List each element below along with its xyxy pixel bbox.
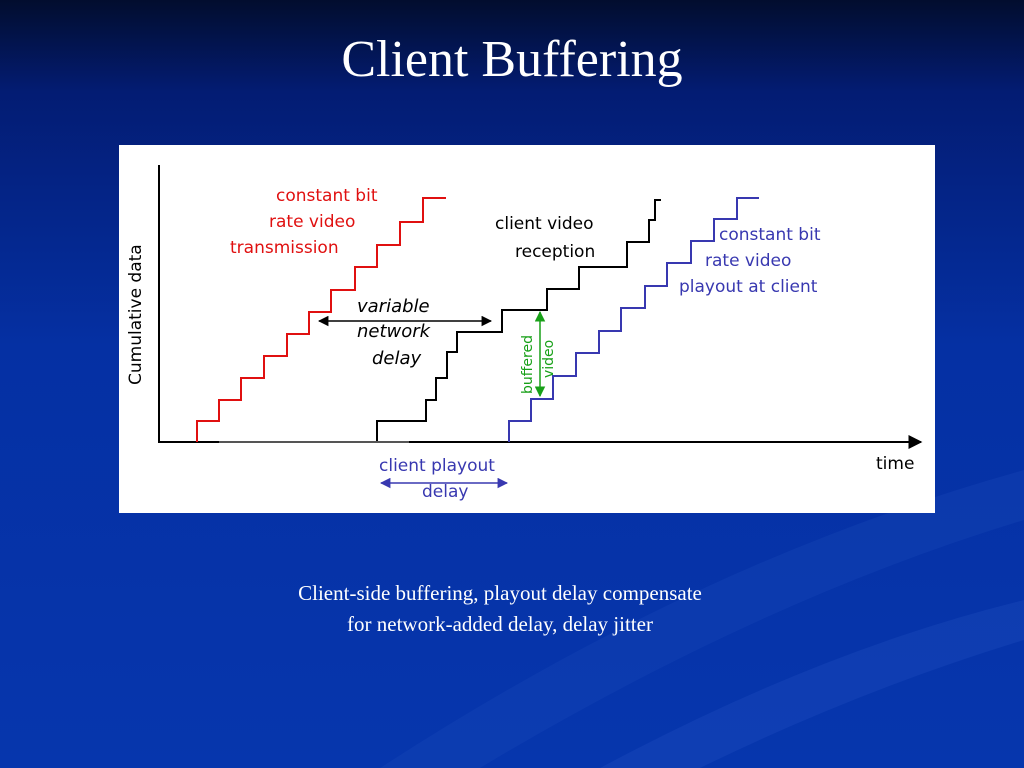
network-delay-label: variable network delay: [357, 296, 436, 369]
x-axis-label: time: [876, 454, 914, 474]
reception-staircase: [376, 199, 661, 442]
caption-line-1: Client-side buffering, playout delay com…: [298, 581, 702, 605]
playout-delay-label: client playout delay: [379, 456, 500, 502]
transmission-label: constant bit rate video transmission: [230, 186, 383, 258]
caption-line-2: for network-added delay, delay jitter: [347, 612, 653, 636]
video-label: video: [541, 340, 557, 378]
slide-caption: Client-side buffering, playout delay com…: [0, 578, 1000, 640]
reception-label: client video reception: [495, 214, 599, 262]
slide-title: Client Buffering: [341, 31, 683, 88]
buffered-label: buffered: [520, 335, 536, 394]
transmission-staircase: [196, 197, 446, 442]
playout-label: constant bit rate video playout at clien…: [679, 225, 826, 297]
client-buffering-diagram: Cumulative data time constant bit rate v…: [119, 145, 935, 513]
playout-staircase: [508, 197, 759, 442]
diagram-canvas: Cumulative data time constant bit rate v…: [126, 165, 923, 502]
y-axis-label: Cumulative data: [126, 244, 146, 385]
